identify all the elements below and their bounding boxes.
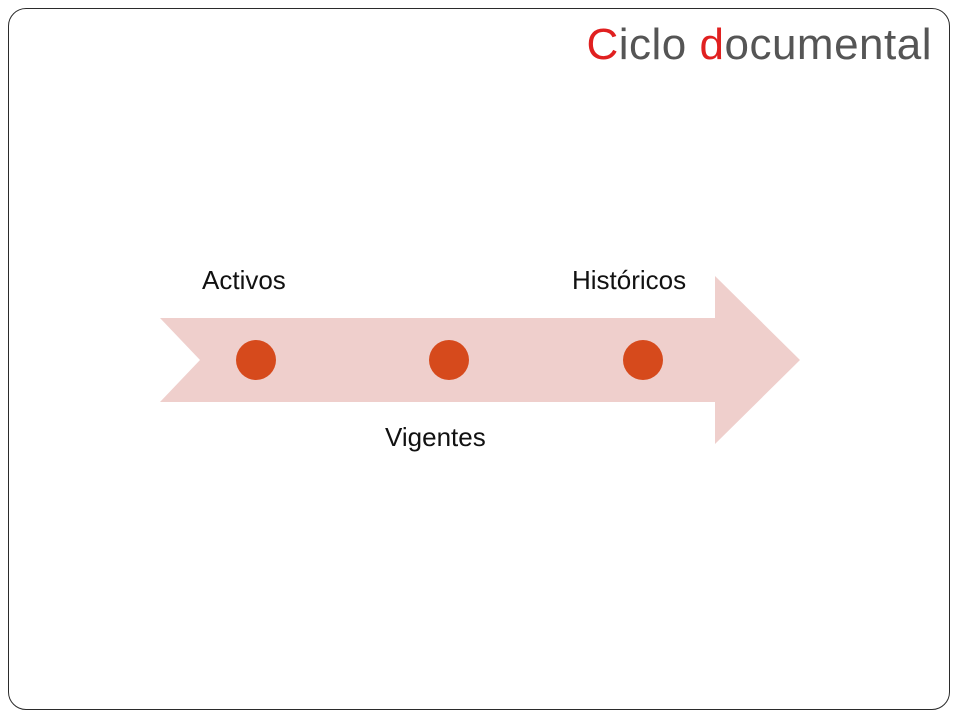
title-initial-d: d [699,20,725,69]
stage-label-activos: Activos [202,265,286,295]
title-word-documental-rest: ocumental [724,20,932,69]
timeline-arrow [160,276,800,444]
slide-title: Ciclo documental [586,20,932,70]
title-word-ciclo-rest: iclo [618,20,687,69]
stage-label-historicos: Históricos [572,265,687,295]
title-initial-c: C [586,20,619,69]
stage-dot-vigentes [429,340,469,380]
stage-dot-historicos [623,340,663,380]
stage-label-vigentes: Vigentes [385,422,486,452]
stage-dot-activos [236,340,276,380]
